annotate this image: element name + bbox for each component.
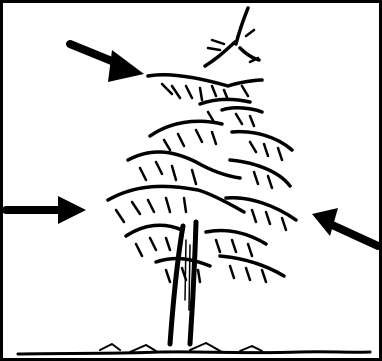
branch-tier-4 [148,119,294,152]
needles-tier-2 [160,82,250,102]
tree-top [234,6,250,46]
branch-tier-3 [198,97,264,114]
arrow-right-icon [3,196,86,224]
needles-tier-4 [162,128,284,162]
needles-tier-7 [134,236,254,258]
needles-tier-3 [206,110,256,128]
trunk-texture [184,239,191,311]
ground-roots [99,342,263,353]
branch-tier-8 [154,254,286,278]
branch-tier-2 [146,72,264,88]
ground-line [16,350,372,356]
arrow-right-icon [66,40,144,82]
branch-tier-7 [124,223,268,246]
tree-trunk-left [167,223,186,347]
arrow-left-icon [312,208,379,250]
tree-icon [16,6,372,356]
branch-tier-5 [126,150,292,188]
branch-tier-6 [106,184,298,222]
needles-tier-1 [206,28,260,64]
needles-tier-8 [164,264,268,284]
tree-trunk-right [187,219,199,347]
needles-tier-5 [138,160,274,190]
needles-tier-6 [114,196,288,232]
